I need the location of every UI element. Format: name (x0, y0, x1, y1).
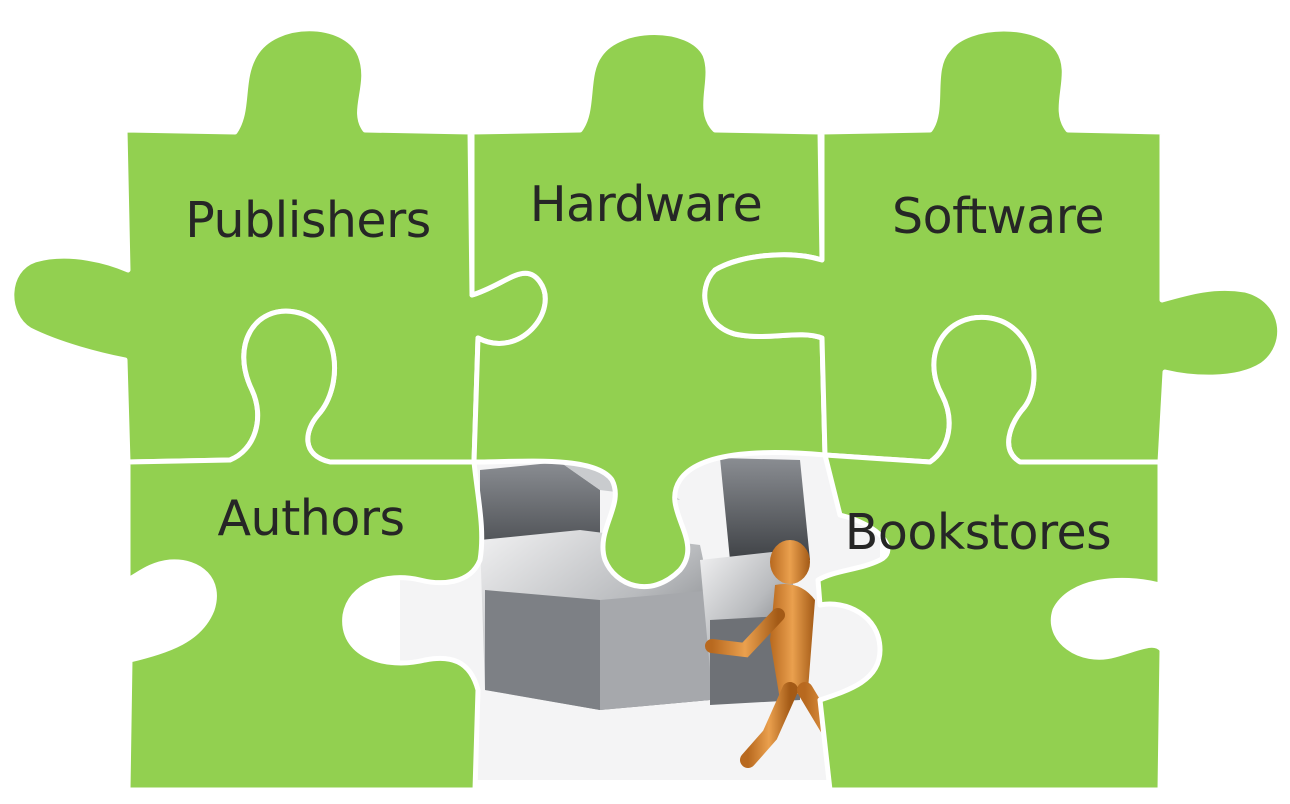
label-software: Software (891, 188, 1105, 245)
label-hardware: Hardware (529, 176, 763, 233)
puzzle-pieces (9, 26, 1283, 793)
label-authors: Authors (217, 490, 406, 547)
piece-bookstores (815, 314, 1165, 793)
piece-authors (125, 308, 485, 793)
label-publishers: Publishers (185, 192, 431, 249)
label-bookstores: Bookstores (844, 504, 1112, 561)
